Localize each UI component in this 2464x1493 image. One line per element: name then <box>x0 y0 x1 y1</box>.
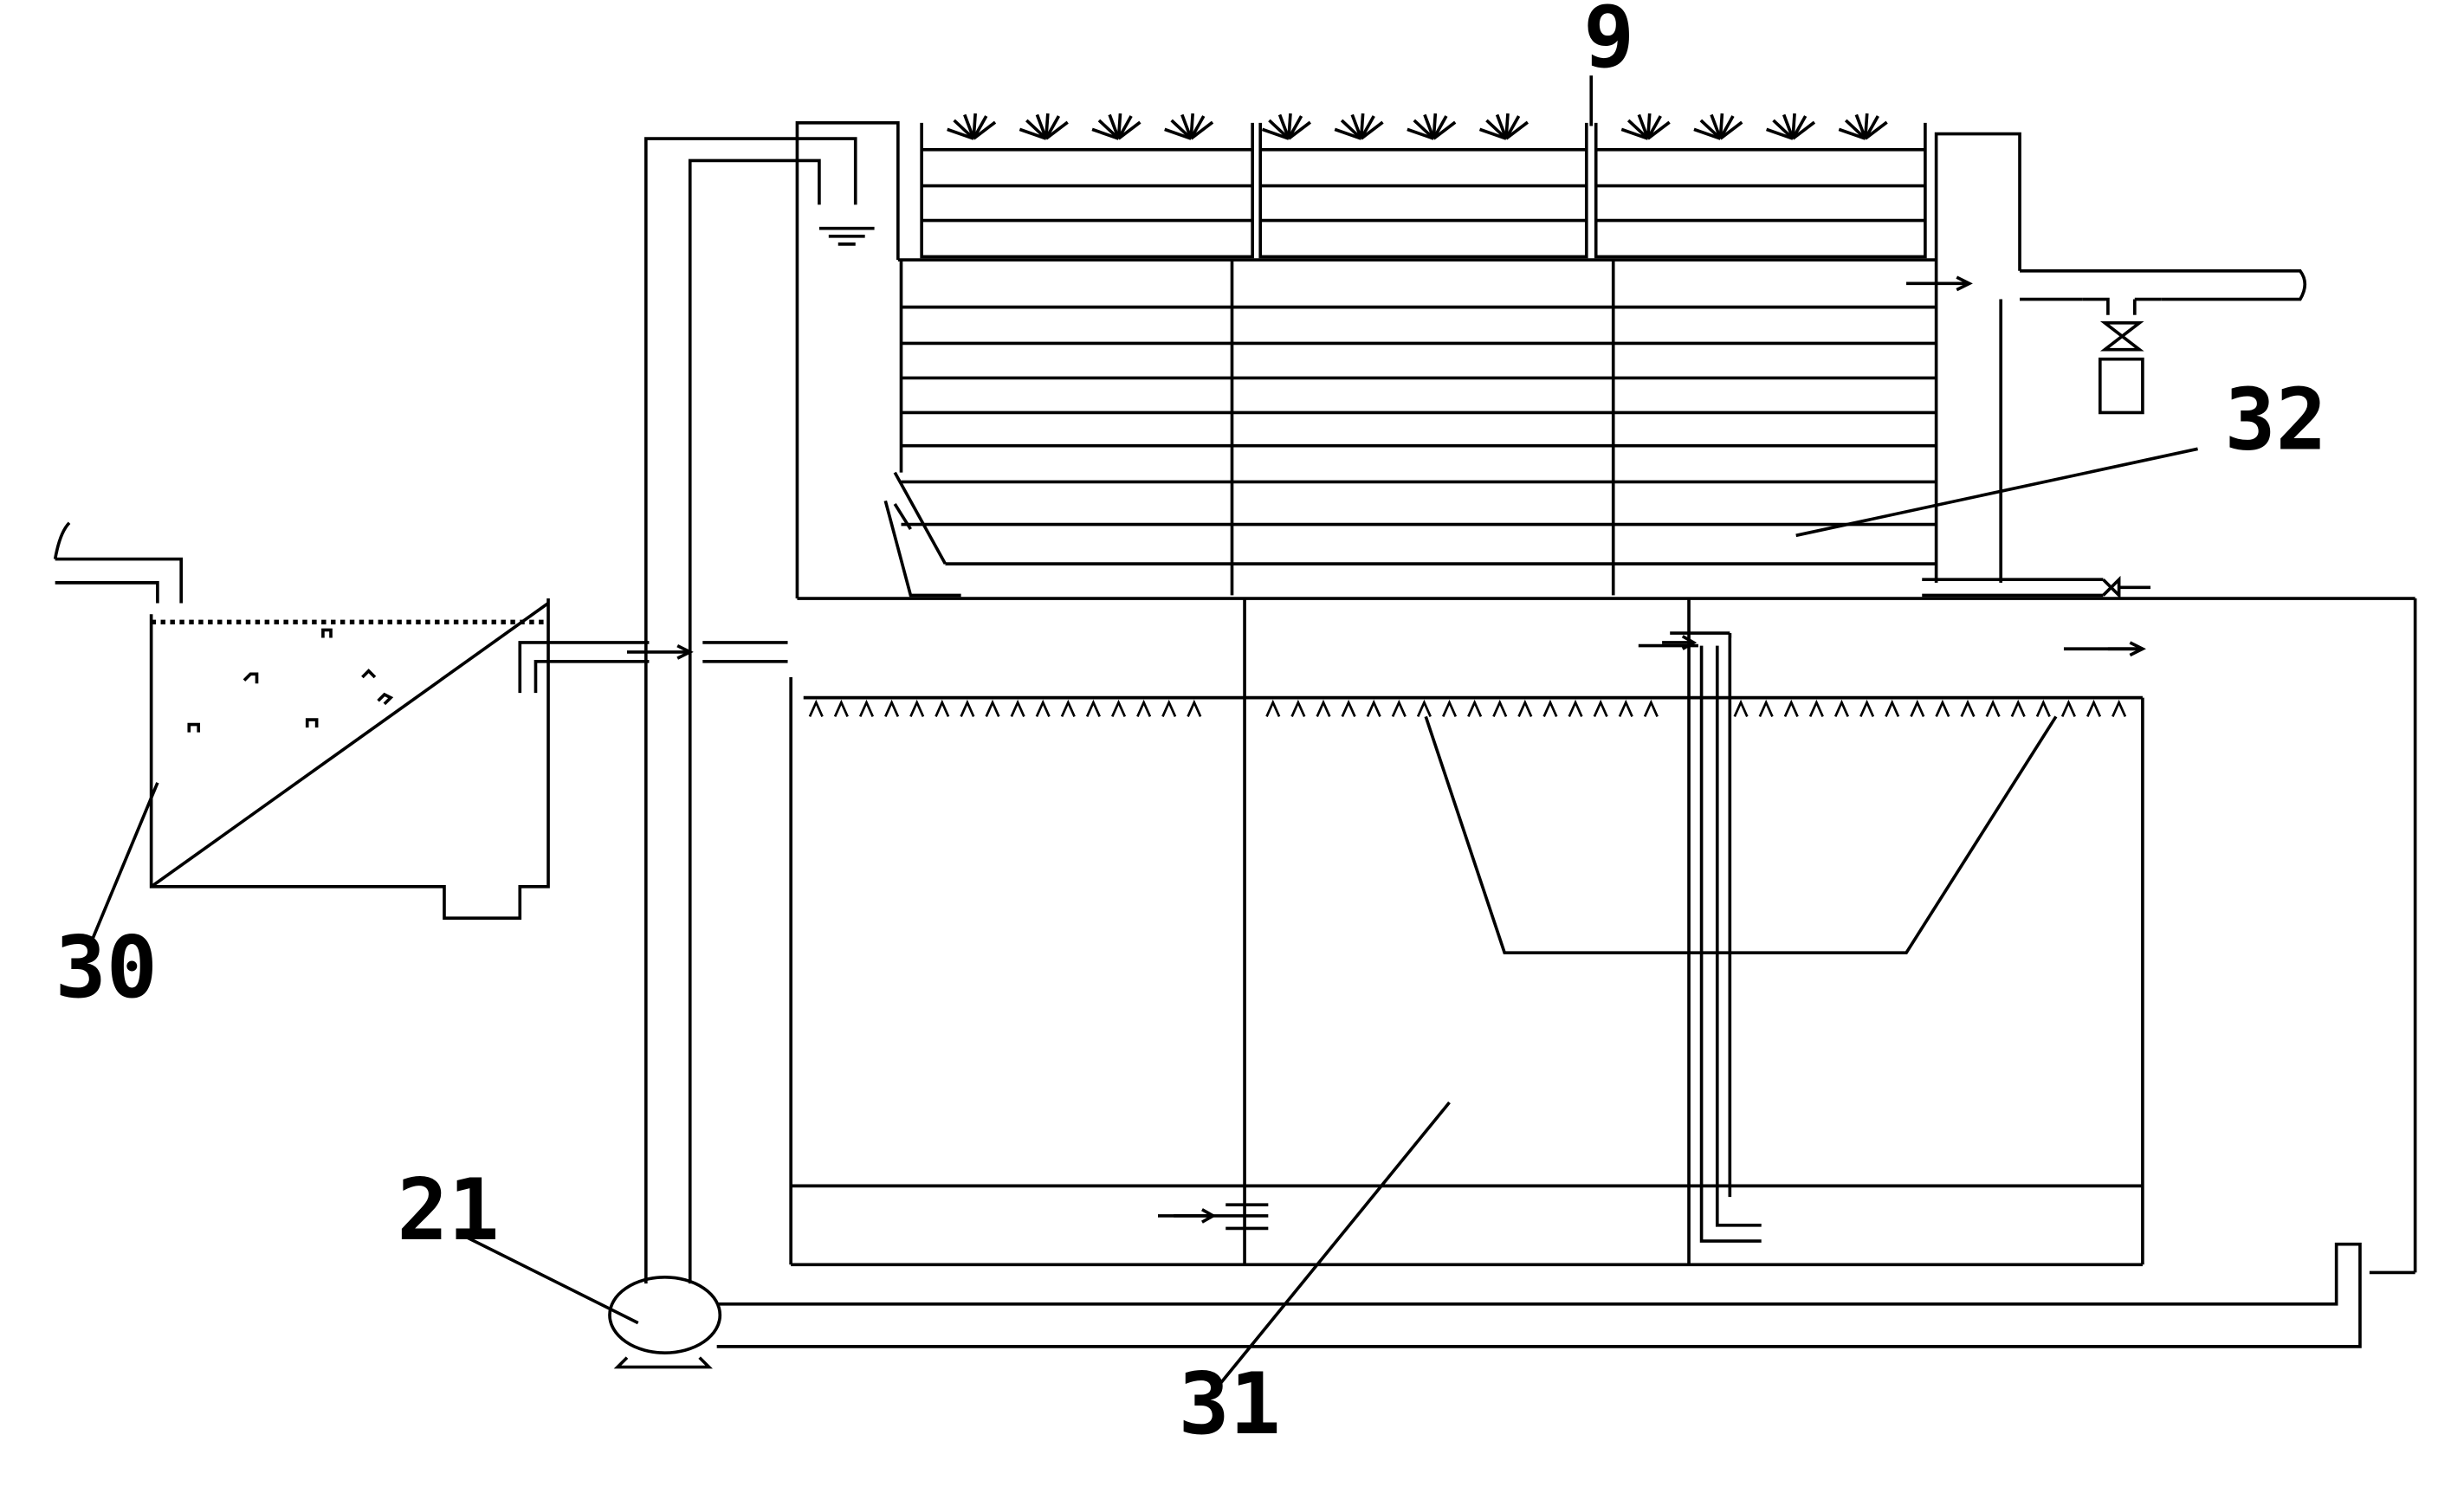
diffuser <box>1111 699 1127 718</box>
diffuser <box>1492 699 1508 718</box>
connection-pipe-inlet <box>518 641 788 694</box>
diffuser <box>1885 699 1900 718</box>
leader-lines <box>89 75 2198 1384</box>
diffuser <box>2010 699 2026 718</box>
diffuser <box>1060 699 1076 718</box>
diffuser <box>1316 699 1331 718</box>
diffuser <box>1010 699 1025 718</box>
diffuser <box>1136 699 1152 718</box>
diffuser <box>1290 699 1306 718</box>
diffuser <box>1935 699 1950 718</box>
plant-tuft <box>1766 113 1816 140</box>
plant-tuft <box>1407 113 1457 140</box>
plant-tuft <box>1091 113 1141 140</box>
plant-tuft <box>1478 113 1529 140</box>
callout-21: 21 <box>397 1161 499 1260</box>
plant-tuft <box>1693 113 1743 140</box>
aeration-diffusers <box>808 699 2127 718</box>
diffuser <box>1618 699 1633 718</box>
diffuser <box>1416 699 1432 718</box>
callout-32: 32 <box>2225 371 2327 469</box>
diffuser <box>985 699 1000 718</box>
diffuser <box>1859 699 1875 718</box>
diffuser <box>960 699 975 718</box>
diffuser <box>1366 699 1381 718</box>
right-column <box>1922 132 2307 599</box>
plant-tufts <box>947 113 1888 140</box>
diffuser <box>1808 699 1824 718</box>
plant-tuft <box>1620 113 1671 140</box>
diffuser <box>1265 699 1281 718</box>
diffuser <box>935 699 950 718</box>
diffuser <box>1187 699 1202 718</box>
diffuser <box>1442 699 1458 718</box>
diffuser <box>1960 699 1976 718</box>
diffuser <box>1161 699 1177 718</box>
plant-tuft <box>947 113 997 140</box>
diffuser <box>1733 699 1749 718</box>
internal-pipes <box>1158 631 2143 1243</box>
plant-tuft <box>1838 113 1888 140</box>
diffuser <box>1391 699 1407 718</box>
diffuser <box>858 699 875 718</box>
diffuser <box>2112 699 2127 718</box>
diffuser <box>1542 699 1558 718</box>
plant-tuft <box>1334 113 1384 140</box>
diffuser <box>1085 699 1101 718</box>
diffuser <box>1643 699 1659 718</box>
diffuser <box>1467 699 1483 718</box>
bubbles <box>187 628 394 733</box>
callout-9: 9 <box>1583 0 1634 87</box>
diffuser <box>2086 699 2102 718</box>
plant-tuft <box>1164 113 1214 140</box>
diffuser <box>1035 699 1051 718</box>
diffuser <box>1910 699 1925 718</box>
diffuser <box>1593 699 1608 718</box>
diffuser <box>1833 699 1849 718</box>
water-level-symbol <box>818 226 875 246</box>
diffuser <box>1758 699 1774 718</box>
riser-pipe <box>643 121 900 1284</box>
diffuser <box>2035 699 2051 718</box>
diffuser <box>2060 699 2076 718</box>
plant-beds <box>920 122 1927 259</box>
main-tank <box>789 597 2417 1275</box>
diffuser <box>1341 699 1356 718</box>
callout-30: 30 <box>55 919 158 1018</box>
diffuser <box>884 699 900 718</box>
diffuser <box>1568 699 1583 718</box>
diffuser <box>808 699 824 718</box>
settling-zone <box>883 258 1937 598</box>
diffuser <box>909 699 925 718</box>
plant-tuft <box>1261 113 1311 140</box>
diffuser <box>1783 699 1799 718</box>
callout-31: 31 <box>1179 1355 1281 1454</box>
inlet-box <box>53 521 550 921</box>
return-pipe <box>608 1242 2362 1369</box>
diffuser <box>833 699 849 718</box>
diffuser <box>1517 699 1533 718</box>
diffuser <box>1985 699 2001 718</box>
flow-arrows <box>626 275 2146 1224</box>
plant-tuft <box>1019 113 1069 140</box>
